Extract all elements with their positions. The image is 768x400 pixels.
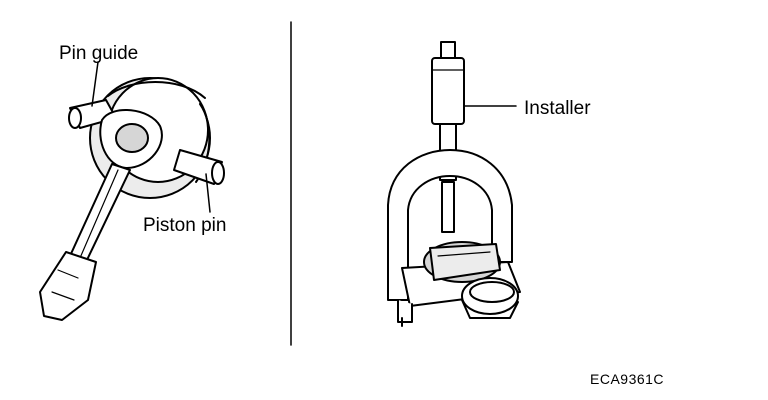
installer-label: Installer	[524, 98, 591, 119]
left-figure	[39, 61, 225, 321]
installer-handle	[431, 57, 465, 125]
piston-pin	[173, 149, 223, 185]
rod-big-end	[39, 251, 97, 321]
piston-rim	[107, 81, 206, 99]
right-figure	[387, 41, 521, 327]
figure-code: ECA9361C	[590, 371, 665, 387]
piston-pin-label: Piston pin	[143, 215, 227, 236]
pin-guide-label: Pin guide	[59, 43, 139, 64]
press-frame	[387, 149, 513, 301]
